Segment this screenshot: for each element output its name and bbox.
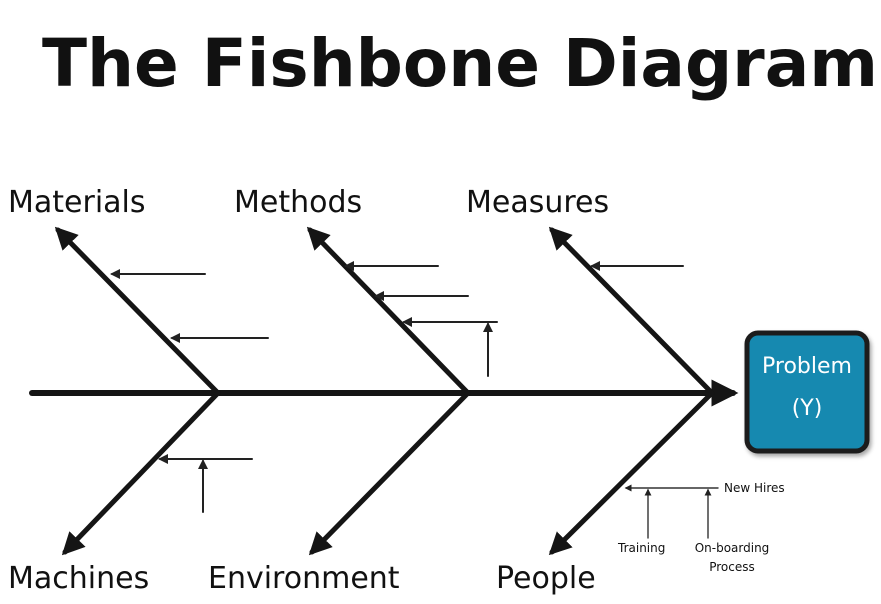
materials-bone (54, 226, 221, 396)
page-title: The Fishbone Diagram (42, 25, 878, 102)
people-cause-onboarding: On-boarding (695, 541, 770, 555)
problem-label: Problem (762, 354, 852, 379)
people-cause-onboarding-process: Process (709, 560, 755, 574)
machines-bone (61, 390, 221, 556)
methods-bone (306, 226, 471, 396)
category-label-environment: Environment (208, 561, 400, 596)
category-label-machines: Machines (8, 561, 149, 596)
category-label-people: People (496, 561, 596, 596)
category-label-materials: Materials (8, 185, 146, 220)
problem-box: Problem (Y) (744, 330, 870, 454)
category-label-measures: Measures (466, 185, 609, 220)
people-cause-training: Training (617, 541, 665, 555)
category-label-methods: Methods (234, 185, 362, 220)
problem-variable: (Y) (792, 396, 823, 421)
people-cause-new-hires: New Hires (724, 481, 785, 495)
measures-bone (548, 226, 715, 396)
problem-box-rect (744, 330, 870, 454)
people-bone (548, 390, 715, 556)
environment-bone (308, 390, 471, 556)
